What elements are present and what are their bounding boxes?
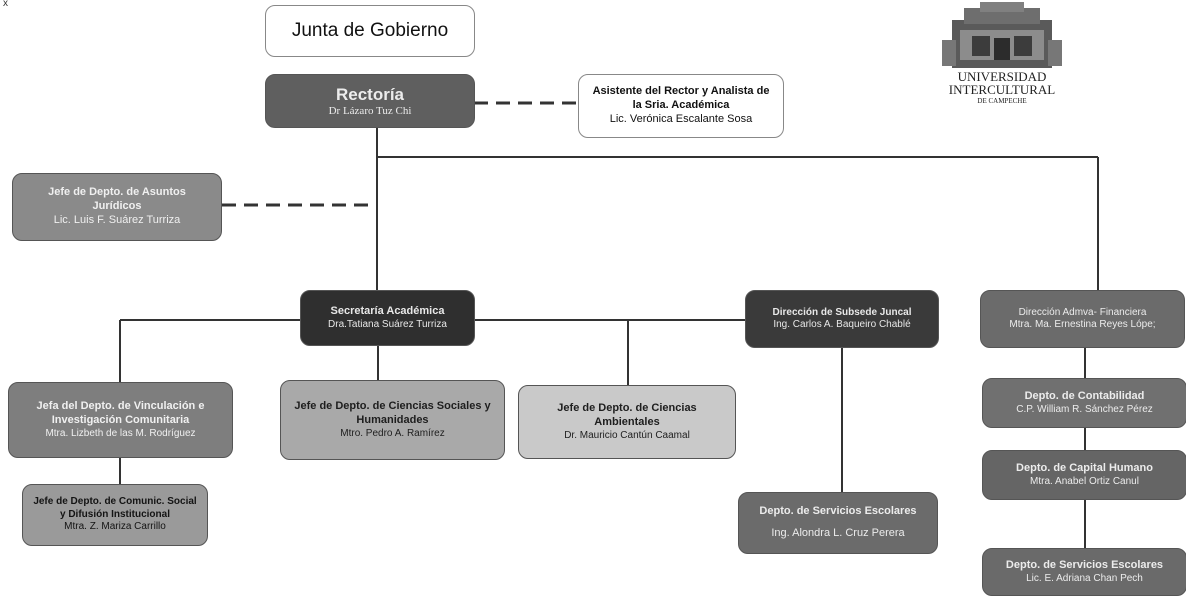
node-title: Rectoría <box>335 84 405 104</box>
node-title: Depto. de Servicios Escolares <box>1005 558 1164 571</box>
node-asistente-rector: Asistente del Rector y Analista de la Sr… <box>578 74 784 138</box>
node-person: Ing. Carlos A. Baqueiro Chablé <box>773 319 911 330</box>
logo-text: UNIVERSIDAD INTERCULTURAL DE CAMPECHE <box>936 70 1068 105</box>
node-comunicacion-social: Jefe de Depto. de Comunic. Social y Difu… <box>22 484 208 546</box>
node-person: Dr Lázaro Tuz Chi <box>328 104 412 117</box>
logo-line-1: UNIVERSIDAD <box>957 69 1047 84</box>
node-title: Secretaría Académica <box>330 304 445 317</box>
node-person: Dr. Mauricio Cantún Caamal <box>564 429 690 441</box>
node-person: Mtra. Z. Mariza Carrillo <box>64 521 166 533</box>
node-contabilidad: Depto. de Contabilidad C.P. William R. S… <box>982 378 1186 428</box>
node-person: Ing. Alondra L. Cruz Perera <box>771 527 905 539</box>
node-person: Mtra. Anabel Ortiz Canul <box>1030 475 1139 487</box>
logo-line-3: DE CAMPECHE <box>977 97 1027 105</box>
node-title: Depto. de Capital Humano <box>1016 461 1153 474</box>
node-person: Mtro. Pedro A. Ramírez <box>340 427 445 439</box>
node-title: Dirección de Subsede Juncal <box>772 306 912 318</box>
node-title: Jefe de Depto. de Comunic. Social y Difu… <box>33 496 197 520</box>
node-title: Jefe de Depto. de Ciencias Sociales y Hu… <box>294 400 491 426</box>
node-title: Junta de Gobierno <box>291 20 449 42</box>
node-person: Mtra. Lizbeth de las M. Rodríguez <box>45 427 196 439</box>
node-title: Jefe de Depto. de Asuntos Jurídicos <box>48 186 186 213</box>
node-junta-de-gobierno: Junta de Gobierno <box>265 5 475 57</box>
node-person: Lic. Luis F. Suárez Turriza <box>53 213 181 226</box>
node-servicios-escolares-subsede: Depto. de Servicios Escolares Ing. Alond… <box>738 492 938 554</box>
node-ciencias-sociales: Jefe de Depto. de Ciencias Sociales y Hu… <box>280 380 505 460</box>
node-vinculacion: Jefa del Depto. de Vinculación e Investi… <box>8 382 233 458</box>
node-servicios-escolares-admva: Depto. de Servicios Escolares Lic. E. Ad… <box>982 548 1186 596</box>
node-secretaria-academica: Secretaría Académica Dra.Tatiana Suárez … <box>300 290 475 346</box>
university-logo <box>942 2 1062 68</box>
node-subsede-juncal: Dirección de Subsede Juncal Ing. Carlos … <box>745 290 939 348</box>
node-title: Jefa del Depto. de Vinculación e Investi… <box>36 400 205 426</box>
node-title: Depto. de Contabilidad <box>1024 389 1145 402</box>
logo-line-2: INTERCULTURAL <box>948 82 1056 97</box>
corner-mark: x <box>3 0 8 9</box>
node-title: Depto. de Servicios Escolares <box>759 505 917 518</box>
node-admva-financiera: Dirección Admva- Financiera Mtra. Ma. Er… <box>980 290 1185 348</box>
node-person: Lic. Verónica Escalante Sosa <box>609 112 753 125</box>
node-capital-humano: Depto. de Capital Humano Mtra. Anabel Or… <box>982 450 1186 500</box>
node-person: C.P. William R. Sánchez Pérez <box>1016 403 1153 415</box>
node-title: Jefe de Depto. de Ciencias Ambientales <box>557 402 697 428</box>
node-person: Lic. E. Adriana Chan Pech <box>1026 572 1143 584</box>
node-asuntos-juridicos: Jefe de Depto. de Asuntos Jurídicos Lic.… <box>12 173 222 241</box>
node-ciencias-ambientales: Jefe de Depto. de Ciencias Ambientales D… <box>518 385 736 459</box>
node-person: Mtra. Ma. Ernestina Reyes Lópe; <box>1009 319 1156 330</box>
node-person: Dra.Tatiana Suárez Turriza <box>328 318 447 330</box>
node-rectoria: Rectoría Dr Lázaro Tuz Chi <box>265 74 475 128</box>
node-title: Dirección Admva- Financiera <box>1018 306 1147 318</box>
node-title: Asistente del Rector y Analista de la Sr… <box>592 85 770 112</box>
